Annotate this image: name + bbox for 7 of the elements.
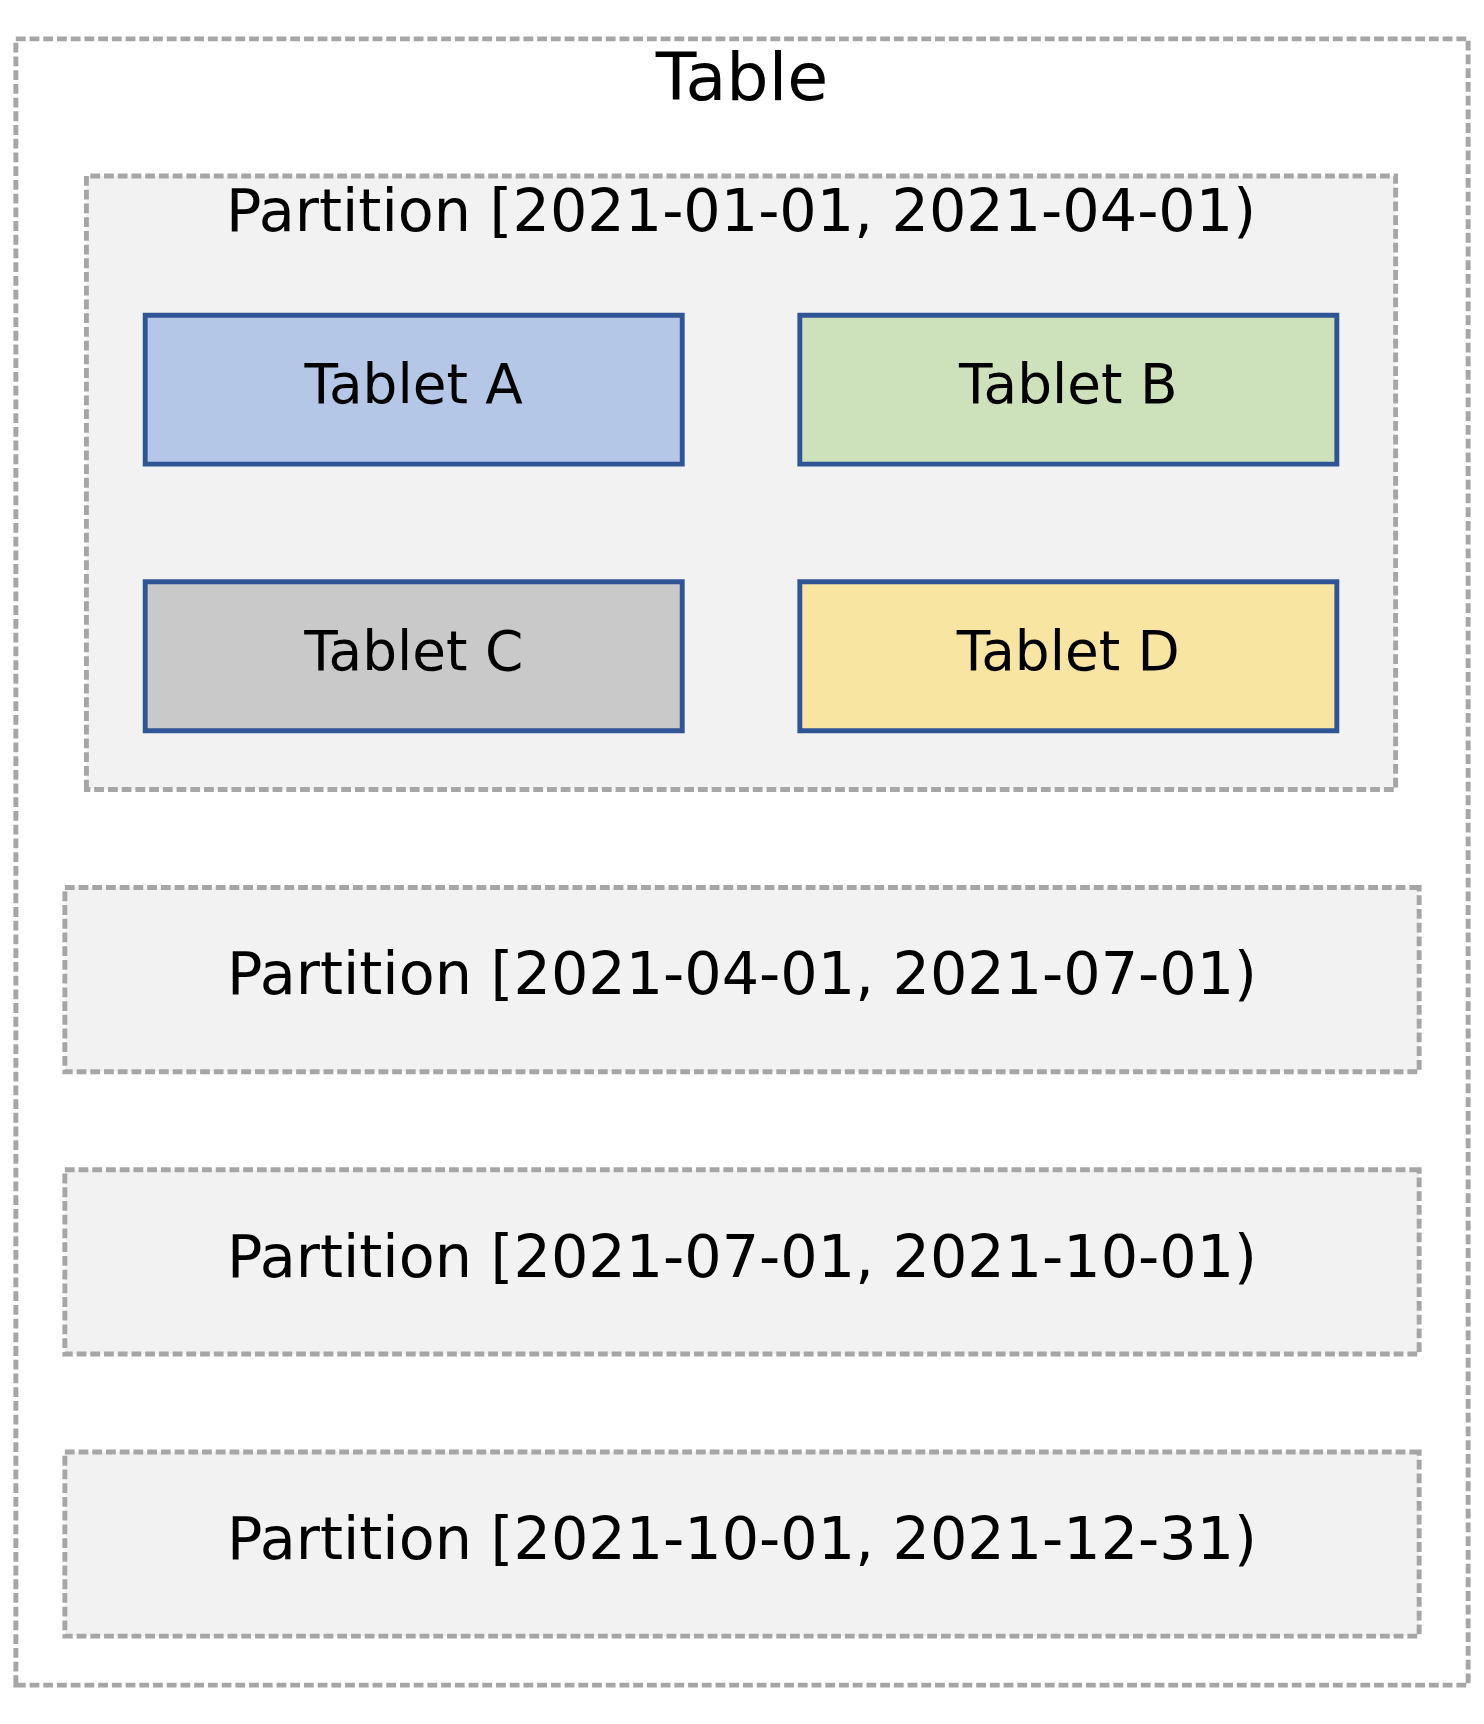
node-box: Partition [2021-07-01, 2021-10-01) (62, 1167, 1422, 1357)
node-box: Tablet D (797, 579, 1340, 734)
node-box: Tablet B (797, 312, 1340, 467)
node-box: Partition [2021-10-01, 2021-12-31) (62, 1449, 1422, 1639)
node-box: Tablet A (142, 312, 685, 467)
node-box: Partition [2021-04-01, 2021-07-01) (62, 885, 1422, 1075)
node-box: Tablet C (142, 579, 685, 734)
